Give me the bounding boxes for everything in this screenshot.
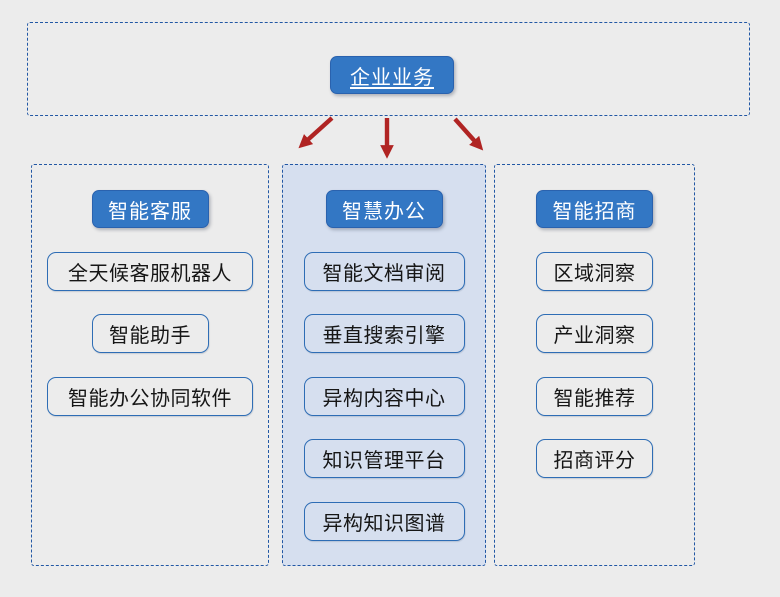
item-label: 产业洞察: [553, 323, 636, 347]
item-heterogeneous-content-center[interactable]: 异构内容中心: [303, 376, 465, 416]
item-smart-document-review[interactable]: 智能文档审阅: [303, 251, 465, 291]
column-header-customer-service[interactable]: 智能客服: [91, 190, 209, 228]
column-header-investment-promotion[interactable]: 智能招商: [536, 190, 653, 228]
column-header-label: 智能招商: [552, 198, 637, 223]
column-customer-service: 智能客服 全天候客服机器人 智能助手 智能办公协同软件: [31, 164, 269, 566]
root-node-label: 企业业务: [350, 64, 434, 89]
item-investment-scoring[interactable]: 招商评分: [536, 439, 653, 478]
item-label: 招商评分: [553, 448, 636, 472]
item-label: 异构知识图谱: [322, 510, 446, 535]
item-label: 智能推荐: [553, 385, 636, 410]
item-label: 全天候客服机器人: [68, 260, 232, 285]
item-label: 智能文档审阅: [322, 260, 446, 285]
item-smart-office-collab-software[interactable]: 智能办公协同软件: [47, 376, 253, 416]
arrow-to-left-column: [298, 116, 334, 149]
item-label: 区域洞察: [553, 260, 636, 285]
column-header-label: 智能客服: [108, 198, 192, 223]
item-24h-service-robot[interactable]: 全天候客服机器人: [47, 251, 253, 291]
item-heterogeneous-knowledge-graph[interactable]: 异构知识图谱: [303, 501, 465, 541]
item-label: 智能助手: [109, 323, 191, 347]
root-group-container: [27, 22, 750, 116]
column-investment-promotion: 智能招商 区域洞察 产业洞察 智能推荐 招商评分: [494, 164, 695, 566]
item-knowledge-management-platform[interactable]: 知识管理平台: [303, 439, 465, 478]
column-header-label: 智慧办公: [342, 198, 426, 223]
root-node-enterprise-business[interactable]: 企业业务: [330, 56, 454, 94]
item-label: 垂直搜索引擎: [322, 323, 446, 347]
item-label: 异构内容中心: [322, 385, 446, 410]
item-smart-recommendation[interactable]: 智能推荐: [536, 376, 653, 416]
column-smart-office: 智慧办公 智能文档审阅 垂直搜索引擎 异构内容中心 知识管理平台 异构知识图谱: [282, 164, 486, 566]
item-smart-assistant[interactable]: 智能助手: [91, 314, 209, 353]
column-header-smart-office[interactable]: 智慧办公: [325, 190, 443, 228]
item-industry-insight[interactable]: 产业洞察: [536, 314, 653, 353]
item-regional-insight[interactable]: 区域洞察: [536, 251, 653, 291]
branch-arrows: [298, 116, 484, 159]
arrow-to-right-column: [453, 117, 484, 151]
item-label: 智能办公协同软件: [68, 385, 232, 410]
item-vertical-search-engine[interactable]: 垂直搜索引擎: [303, 314, 465, 353]
item-label: 知识管理平台: [322, 448, 446, 472]
